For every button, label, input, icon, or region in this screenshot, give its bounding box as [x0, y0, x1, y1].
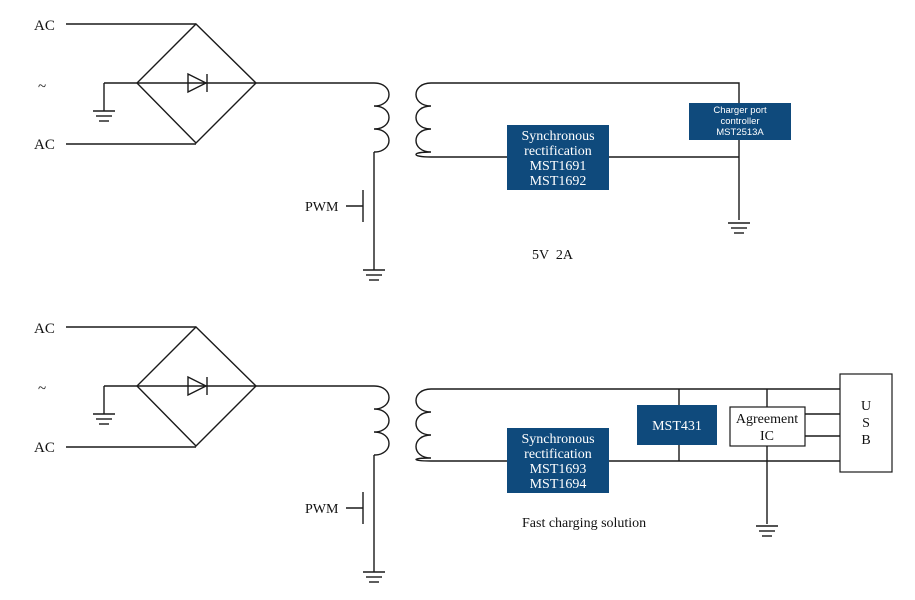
top-sync-rectification-block: Synchronous rectification MST1691 MST169…	[507, 125, 609, 190]
bottom-tilde-label: ~	[38, 381, 46, 397]
top-diode-icon	[187, 72, 208, 94]
bottom-usb-letter-s: S	[862, 416, 870, 431]
top-sync-line-3: MST1691	[530, 159, 587, 174]
top-tilde-label: ~	[38, 79, 46, 95]
top-port-line-1: Charger port	[713, 105, 767, 116]
top-pwm-switch-icon	[346, 190, 375, 270]
top-port-line-2: controller	[720, 116, 759, 127]
bottom-sync-line-1: Synchronous	[521, 432, 594, 447]
bottom-bridge-rectifier	[136, 326, 257, 447]
bottom-pwm-switch-icon	[346, 492, 375, 572]
bottom-sync-line-3: MST1693	[530, 462, 587, 477]
top-left-ground-icon	[93, 83, 115, 122]
bottom-usb-letter-b: B	[861, 433, 870, 448]
bottom-usb-letter-u: U	[861, 399, 871, 414]
top-secondary-wire-top	[431, 82, 740, 220]
bottom-circuit: AC ~ AC PWM	[34, 321, 893, 583]
top-sync-line-2: rectification	[524, 144, 592, 159]
bottom-secondary-coil-icon	[415, 388, 432, 462]
top-charger-port-controller-block: Charger port controller MST2513A	[689, 103, 791, 140]
top-caption: 5V 2A	[532, 248, 574, 263]
bottom-sync-line-2: rectification	[524, 447, 592, 462]
top-secondary-coil-icon	[415, 82, 432, 158]
bottom-mst431-label: MST431	[652, 419, 702, 434]
bottom-left-ground-icon	[93, 386, 115, 425]
top-ac-top-label: AC	[34, 18, 55, 34]
top-circuit: AC ~ AC	[34, 18, 791, 281]
bottom-switch-ground-icon	[363, 571, 385, 583]
bottom-right-ground-icon	[756, 525, 778, 537]
bottom-ac-bottom-label: AC	[34, 440, 55, 456]
top-bridge-rectifier	[136, 23, 257, 144]
top-ac-bottom-label: AC	[34, 137, 55, 153]
bottom-mst431-block: MST431	[637, 405, 717, 445]
bottom-sync-rectification-block: Synchronous rectification MST1693 MST169…	[507, 428, 609, 493]
bottom-caption: Fast charging solution	[522, 516, 646, 531]
bottom-agreement-line-2: IC	[760, 429, 774, 444]
top-primary-coil-icon	[357, 82, 390, 190]
bottom-agreement-ic-box: Agreement IC	[729, 406, 806, 447]
bottom-pwm-label: PWM	[305, 502, 339, 517]
bottom-primary-coil-icon	[357, 385, 390, 492]
bottom-diode-icon	[187, 375, 208, 397]
top-sync-line-4: MST1692	[530, 174, 587, 189]
bottom-ac-top-label: AC	[34, 321, 55, 337]
top-sync-line-1: Synchronous	[521, 129, 594, 144]
bottom-sync-line-4: MST1694	[530, 477, 587, 492]
top-port-line-3: MST2513A	[716, 127, 764, 138]
bottom-usb-port-box: U S B	[839, 373, 893, 473]
top-switch-ground-icon	[363, 269, 385, 281]
top-right-ground-icon	[728, 222, 750, 234]
bottom-agreement-line-1: Agreement	[736, 412, 798, 427]
top-pwm-label: PWM	[305, 200, 339, 215]
